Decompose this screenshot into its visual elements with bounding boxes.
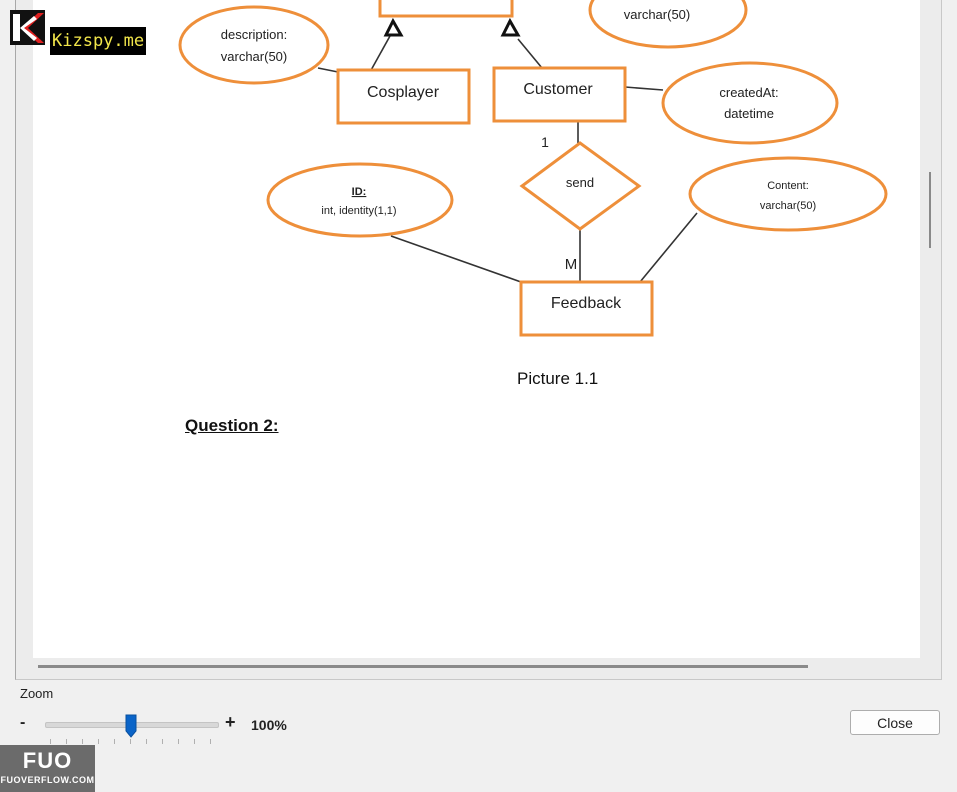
attribute-id-name: ID: [352,186,367,198]
question-heading: Question 2: [185,416,279,435]
attribute-content-type: varchar(50) [760,200,816,212]
fuoverflow-watermark-text: FUOVERFLOW.COM [0,775,95,785]
attribute-description-name: description: [221,27,287,42]
entity-customer-label: Customer [523,81,593,98]
attribute-content-ellipse [688,156,888,232]
entity-parent-partial [378,0,514,18]
entity-feedback-label: Feedback [551,295,622,312]
zoom-slider-ticks [50,739,215,745]
entity-feedback-box [519,280,654,337]
connector-content-feedback [639,212,698,283]
zoom-out-button[interactable]: - [20,714,26,731]
connector-cosplayer-inheritance [369,35,391,73]
connector-customer-inheritance [517,38,543,69]
inheritance-triangle-customer [500,17,521,37]
attribute-createdat-type: datetime [724,106,774,121]
entity-customer-box [492,66,627,123]
attribute-description-type: varchar(50) [221,49,287,64]
kizspy-logo-icon [10,10,45,45]
attribute-content-name: Content: [767,180,809,192]
entity-cosplayer-label: Cosplayer [367,84,440,101]
relationship-send-diamond [519,141,642,231]
attribute-varchar-top-ellipse [588,0,748,49]
zoom-label: Zoom [20,686,54,701]
attribute-id-ellipse [266,162,454,238]
er-diagram: varchar(50) description: varchar(50) Cos… [178,0,888,337]
attribute-createdat-name: createdAt: [719,85,778,100]
zoom-level-value: 100% [251,717,287,733]
document-page: varchar(50) description: varchar(50) Cos… [33,0,920,658]
attribute-id-type: int, identity(1,1) [321,205,396,217]
connector-customer-createdat [624,86,664,91]
relationship-send-label: send [566,175,594,190]
attribute-varchar-top-type: varchar(50) [624,7,690,22]
vertical-scrollbar-thumb[interactable] [929,172,931,248]
connector-id-feedback [390,235,522,283]
close-button[interactable]: Close [850,710,940,735]
horizontal-scrollbar-thumb[interactable] [38,665,808,668]
entity-cosplayer-box [336,68,471,125]
cardinality-many-label: M [565,256,578,273]
inheritance-triangle-cosplayer [383,17,404,37]
attribute-description-ellipse [178,5,330,85]
attribute-createdat-ellipse [661,61,839,145]
cardinality-one-label: 1 [541,134,549,150]
fuoverflow-watermark: FUO FUOVERFLOW.COM [0,745,95,792]
zoom-in-button[interactable]: + [225,712,236,732]
picture-caption: Picture 1.1 [517,369,599,388]
connector-description-cosplayer [317,67,339,73]
zoom-slider-thumb[interactable] [125,714,137,738]
fuo-logo-mark: FUO [22,748,73,773]
kizspy-watermark-text: Kizspy.me [50,27,147,55]
